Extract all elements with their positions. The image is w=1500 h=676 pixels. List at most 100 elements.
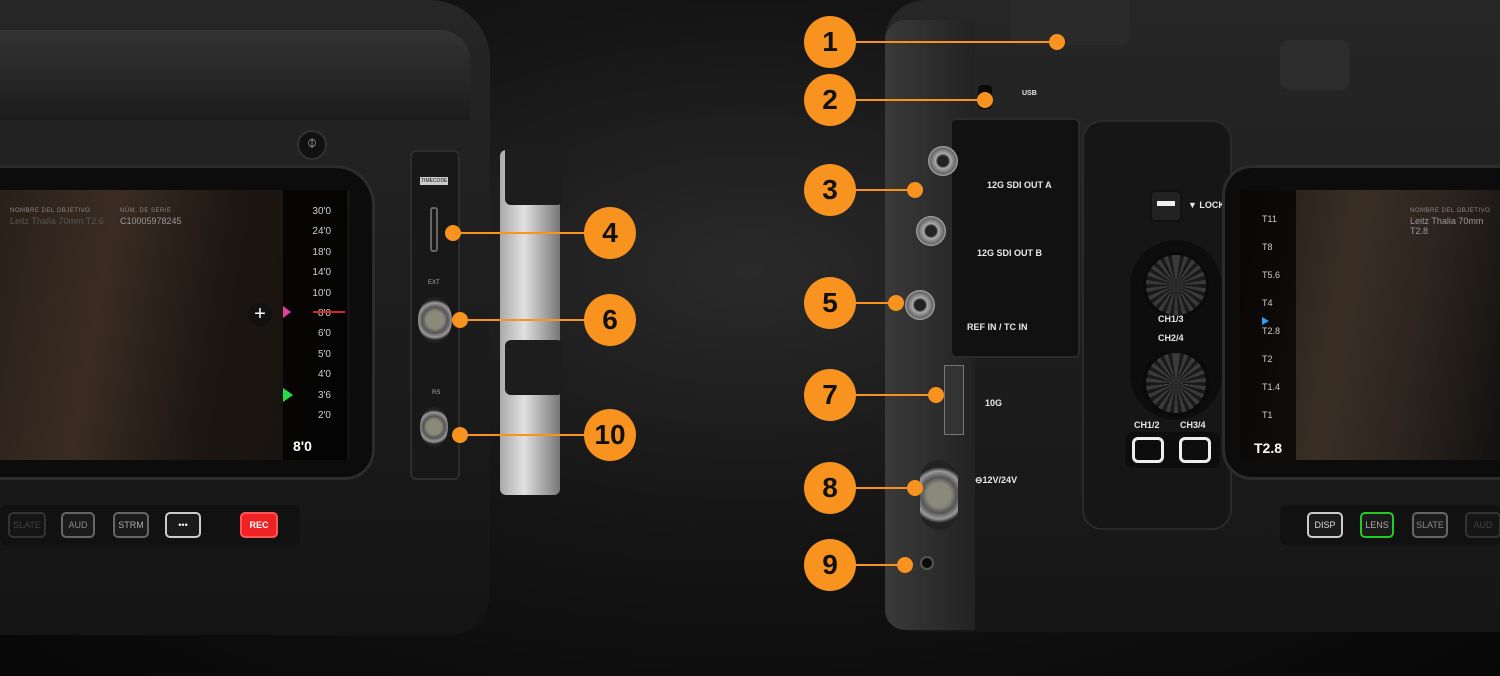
- distance-tick: 18'0: [312, 246, 331, 258]
- left-camera-top-handle: [0, 30, 470, 120]
- callout-10: 10: [584, 409, 636, 461]
- callout-dot: [452, 312, 468, 328]
- callout-dot: [928, 387, 944, 403]
- iris-marker-icon: [1262, 317, 1269, 325]
- callout-dot: [452, 427, 468, 443]
- callout-line: [830, 41, 1057, 43]
- distance-tick: 14'0: [312, 267, 331, 279]
- callout-line: [830, 302, 896, 304]
- callout-5: 5: [804, 277, 856, 329]
- iris-tick: T1.4: [1262, 382, 1281, 392]
- callout-dot: [977, 92, 993, 108]
- right-lens-name-label: NOMBRE DEL OBJETIVO: [1410, 208, 1491, 214]
- aud-button[interactable]: AUD: [61, 512, 95, 538]
- rs-label: RS: [432, 390, 441, 396]
- slate-button[interactable]: SLATE: [8, 512, 46, 538]
- focus-target-icon[interactable]: +: [248, 303, 272, 327]
- strm-button[interactable]: STRM: [113, 512, 149, 538]
- callout-dot: [907, 480, 923, 496]
- rec-button[interactable]: REC: [240, 512, 278, 538]
- distance-tick: 10'0: [312, 287, 331, 299]
- usb-label: USB: [1022, 90, 1037, 97]
- callout-9: 9: [804, 539, 856, 591]
- sdi-port-panel: 12G SDI OUT A 12G SDI OUT B REF IN / TC …: [950, 118, 1080, 358]
- lens-mount: [500, 150, 560, 495]
- iris-tick: T2.8: [1262, 326, 1281, 336]
- callout-dot: [907, 182, 923, 198]
- distance-tick: 4'0: [317, 369, 331, 381]
- iris-tick: T4: [1262, 298, 1273, 308]
- ext-connector[interactable]: [418, 297, 452, 343]
- callout-4: 4: [584, 207, 636, 259]
- iris-tick: T11: [1262, 214, 1277, 224]
- more-button[interactable]: •••: [165, 512, 201, 538]
- lock-label: ▼ LOCK: [1188, 200, 1225, 210]
- top-handle-mount: [1010, 0, 1130, 45]
- ch13-label: CH1/3: [1158, 314, 1184, 324]
- callout-6: 6: [584, 294, 636, 346]
- distance-tick: 3'6: [317, 389, 331, 401]
- focus-marker-icon: [283, 306, 291, 318]
- serial-number: C10005978245: [120, 216, 182, 226]
- callout-line: [830, 487, 915, 489]
- headphone-jack[interactable]: [920, 556, 934, 570]
- 10g-label: 10G: [985, 398, 1003, 408]
- sdi-out-a-connector[interactable]: [928, 146, 958, 176]
- ref-in-connector[interactable]: [905, 290, 935, 320]
- callout-dot: [1049, 34, 1065, 50]
- callout-7: 7: [804, 369, 856, 421]
- ch12-button[interactable]: [1132, 437, 1164, 463]
- rs-connector[interactable]: [420, 407, 448, 447]
- callout-line: [453, 232, 610, 234]
- right-lens-name: Leitz Thalia 70mm T2.8: [1410, 216, 1484, 236]
- ch24-gain-knob[interactable]: [1143, 350, 1209, 416]
- power-connector[interactable]: [920, 460, 958, 530]
- focus-distance-readout: 8'0: [293, 438, 312, 454]
- power-icon: ⌽: [297, 130, 327, 160]
- mount-lock-lever: [505, 340, 563, 395]
- callout-line: [830, 99, 985, 101]
- callout-3: 3: [804, 164, 856, 216]
- ch13-gain-knob[interactable]: [1143, 252, 1209, 318]
- aud-button-right[interactable]: AUD: [1465, 512, 1500, 538]
- sdi-out-b-connector[interactable]: [916, 216, 946, 246]
- slate-button-right[interactable]: SLATE: [1412, 512, 1448, 538]
- timecode-label: TIMECODE: [420, 177, 449, 185]
- serial-label: NÚM. DE SERIE: [120, 208, 172, 214]
- power-label: ⊖12V/24V: [975, 475, 1018, 485]
- callout-1: 1: [804, 16, 856, 68]
- distance-tick: 5'0: [317, 348, 331, 360]
- iris-readout: T2.8: [1254, 440, 1283, 456]
- disp-button[interactable]: DISP: [1307, 512, 1343, 538]
- mount-lock-block: [505, 145, 563, 205]
- callout-line: [830, 189, 915, 191]
- callout-line: [830, 564, 905, 566]
- callout-dot: [888, 295, 904, 311]
- lens-button[interactable]: LENS: [1360, 512, 1394, 538]
- near-marker-icon: [283, 388, 293, 402]
- distance-tick: 2'0: [317, 410, 331, 421]
- callout-8: 8: [804, 462, 856, 514]
- left-port-panel: TIMECODE EXT RS: [410, 150, 460, 480]
- ext-label: EXT: [428, 280, 440, 286]
- callout-dot: [897, 557, 913, 573]
- distance-tick: 30'0: [312, 206, 331, 217]
- ch12-label: CH1/2: [1134, 420, 1160, 430]
- lens-name: Leitz Thalia 70mm T2.6: [10, 216, 104, 226]
- 10g-ethernet-port[interactable]: [944, 365, 964, 435]
- top-handle-right: [1280, 40, 1350, 90]
- ch34-button[interactable]: [1179, 437, 1211, 463]
- ch34-label: CH3/4: [1180, 420, 1206, 430]
- callout-line: [460, 319, 610, 321]
- iris-tick: T5.6: [1262, 270, 1281, 280]
- sdi-b-label: 12G SDI OUT B: [977, 248, 1043, 258]
- iris-tick: T1: [1262, 410, 1273, 420]
- timecode-port[interactable]: [430, 207, 438, 252]
- distance-tick: 24'0: [312, 226, 331, 238]
- focus-indicator-line: [313, 311, 345, 313]
- lock-switch[interactable]: [1150, 190, 1182, 222]
- sdi-a-label: 12G SDI OUT A: [987, 180, 1052, 190]
- ch24-label: CH2/4: [1158, 333, 1184, 343]
